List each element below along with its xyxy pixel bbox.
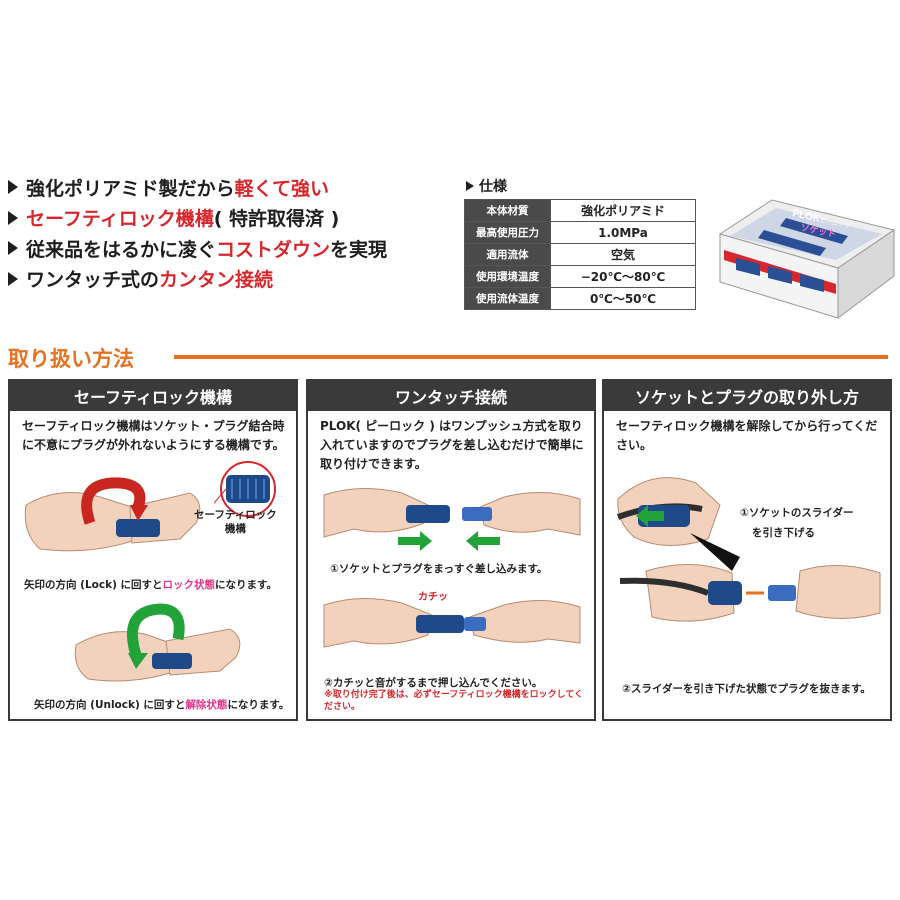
connect-note: ※取り付け完了後は、必ずセーフティロック機構をロックしてください。 [324, 690, 584, 712]
triangle-bullet-icon [8, 241, 18, 256]
panel-safety-lock-body: セーフティロック機構はソケット・プラグ結合時に不意にプラグが外れないようにする機… [22, 419, 285, 452]
removal-step1-line2: を引き下げる [752, 527, 815, 539]
removal-step1: ①ソケットのスライダー を引き下げる [740, 503, 853, 543]
feature-text: ( 特許取得済 ) [213, 208, 340, 231]
unlock-hands-illustration [74, 603, 241, 682]
callout-line2: 機構 [224, 523, 246, 535]
spec-title-text: 仕様 [479, 179, 507, 195]
spec-value: −20℃〜80℃ [550, 265, 696, 288]
panel-safety-lock-title: セーフティロック機構 [10, 381, 296, 411]
feature-item: 従来品をはるかに凌ぐコストダウンを実現 [8, 233, 458, 264]
spec-key: 使用流体温度 [464, 287, 551, 310]
triangle-bullet-icon [466, 181, 474, 191]
lock-caption: 矢印の方向 (Lock) に回すとロック状態になります。 [24, 577, 277, 592]
spec-row: 使用環境温度−20℃〜80℃ [464, 265, 696, 288]
feature-text: 従来品をはるかに凌ぐ [26, 238, 217, 261]
panel-removal-body: セーフティロック機構を解除してから行ってください。 [616, 419, 878, 452]
unlock-caption-b: 解除状態 [185, 699, 228, 711]
connect-hands-illustration [323, 487, 581, 551]
spec-row: 適用流体空気 [464, 243, 696, 266]
unlock-caption: 矢印の方向 (Unlock) に回すと解除状態になります。 [34, 697, 289, 712]
unlock-caption-a: 矢印の方向 (Unlock) に回すと [34, 699, 186, 711]
triangle-bullet-icon [8, 210, 18, 225]
feature-item: セーフティロック機構( 特許取得済 ) [8, 203, 458, 234]
feature-item: 強化ポリアミド製だから軽くて強い [8, 172, 458, 203]
spec-key: 適用流体 [464, 243, 551, 266]
panel-safety-lock: セーフティロック機構 セーフティロック機構はソケット・プラグ結合時に不意にプラグ… [8, 379, 298, 721]
lock-caption-b: ロック状態 [162, 579, 216, 591]
connect-step2: ②カチッと音がするまで押し込んでください。 [324, 677, 543, 689]
section-title: 取り扱い方法 [8, 347, 134, 371]
panel-one-touch: ワンタッチ接続 PLOK( ピーロック ) はワンプッシュ方式を取り入れています… [306, 379, 596, 721]
panel-removal-title: ソケットとプラグの取り外し方 [604, 381, 890, 411]
feature-item: ワンタッチ式のカンタン接続 [8, 264, 458, 295]
unlock-caption-c: になります。 [227, 699, 290, 711]
feature-text: 軽くて強い [234, 177, 330, 200]
spec-title: 仕様 [466, 176, 507, 196]
feature-text: を実現 [330, 238, 388, 261]
feature-text: 強化ポリアミド製だから [26, 177, 235, 200]
triangle-bullet-icon [8, 180, 18, 195]
removal-illustration [616, 477, 881, 622]
spec-row: 本体材質強化ポリアミド [464, 199, 696, 222]
removal-step2: ②スライダーを引き下げた状態でプラグを抜きます。 [622, 683, 871, 695]
lock-hands-illustration [24, 477, 201, 552]
spec-key: 使用環境温度 [464, 265, 551, 288]
spec-value: 強化ポリアミド [550, 199, 696, 222]
connect-step1: ①ソケットとプラグをまっすぐ差し込みます。 [330, 563, 548, 575]
product-box-image: PLOK ピーロック ソケット [718, 199, 896, 319]
spec-value: 空気 [550, 243, 696, 266]
safety-lock-closeup-icon [214, 461, 276, 517]
safety-lock-callout: セーフティロック 機構 [194, 508, 277, 536]
panel-removal: ソケットとプラグの取り外し方 セーフティロック機構を解除してから行ってください。… [602, 379, 892, 721]
click-label: カチッ [418, 592, 448, 603]
section-divider [174, 355, 888, 359]
panel-one-touch-title: ワンタッチ接続 [308, 381, 594, 411]
spec-key: 最高使用圧力 [464, 221, 551, 244]
spec-value: 1.0MPa [550, 221, 696, 244]
spec-value: 0℃〜50℃ [550, 287, 696, 310]
push-hands-illustration [323, 597, 581, 648]
feature-text: カンタン接続 [159, 269, 274, 292]
spec-key: 本体材質 [464, 199, 551, 222]
lock-caption-a: 矢印の方向 (Lock) に回すと [24, 579, 163, 591]
lock-caption-c: になります。 [215, 579, 277, 591]
removal-step1-line1: ①ソケットのスライダー [740, 507, 854, 519]
feature-text: ワンタッチ式の [26, 269, 160, 292]
panel-one-touch-body: PLOK( ピーロック ) はワンプッシュ方式を取り入れていますのでプラグを差し… [320, 419, 584, 471]
feature-text: セーフティロック機構 [26, 208, 214, 231]
feature-list: 強化ポリアミド製だから軽くて強いセーフティロック機構( 特許取得済 )従来品をは… [8, 172, 458, 294]
feature-text: コストダウン [216, 238, 331, 261]
triangle-bullet-icon [8, 271, 18, 286]
callout-line1: セーフティロック [194, 509, 277, 521]
